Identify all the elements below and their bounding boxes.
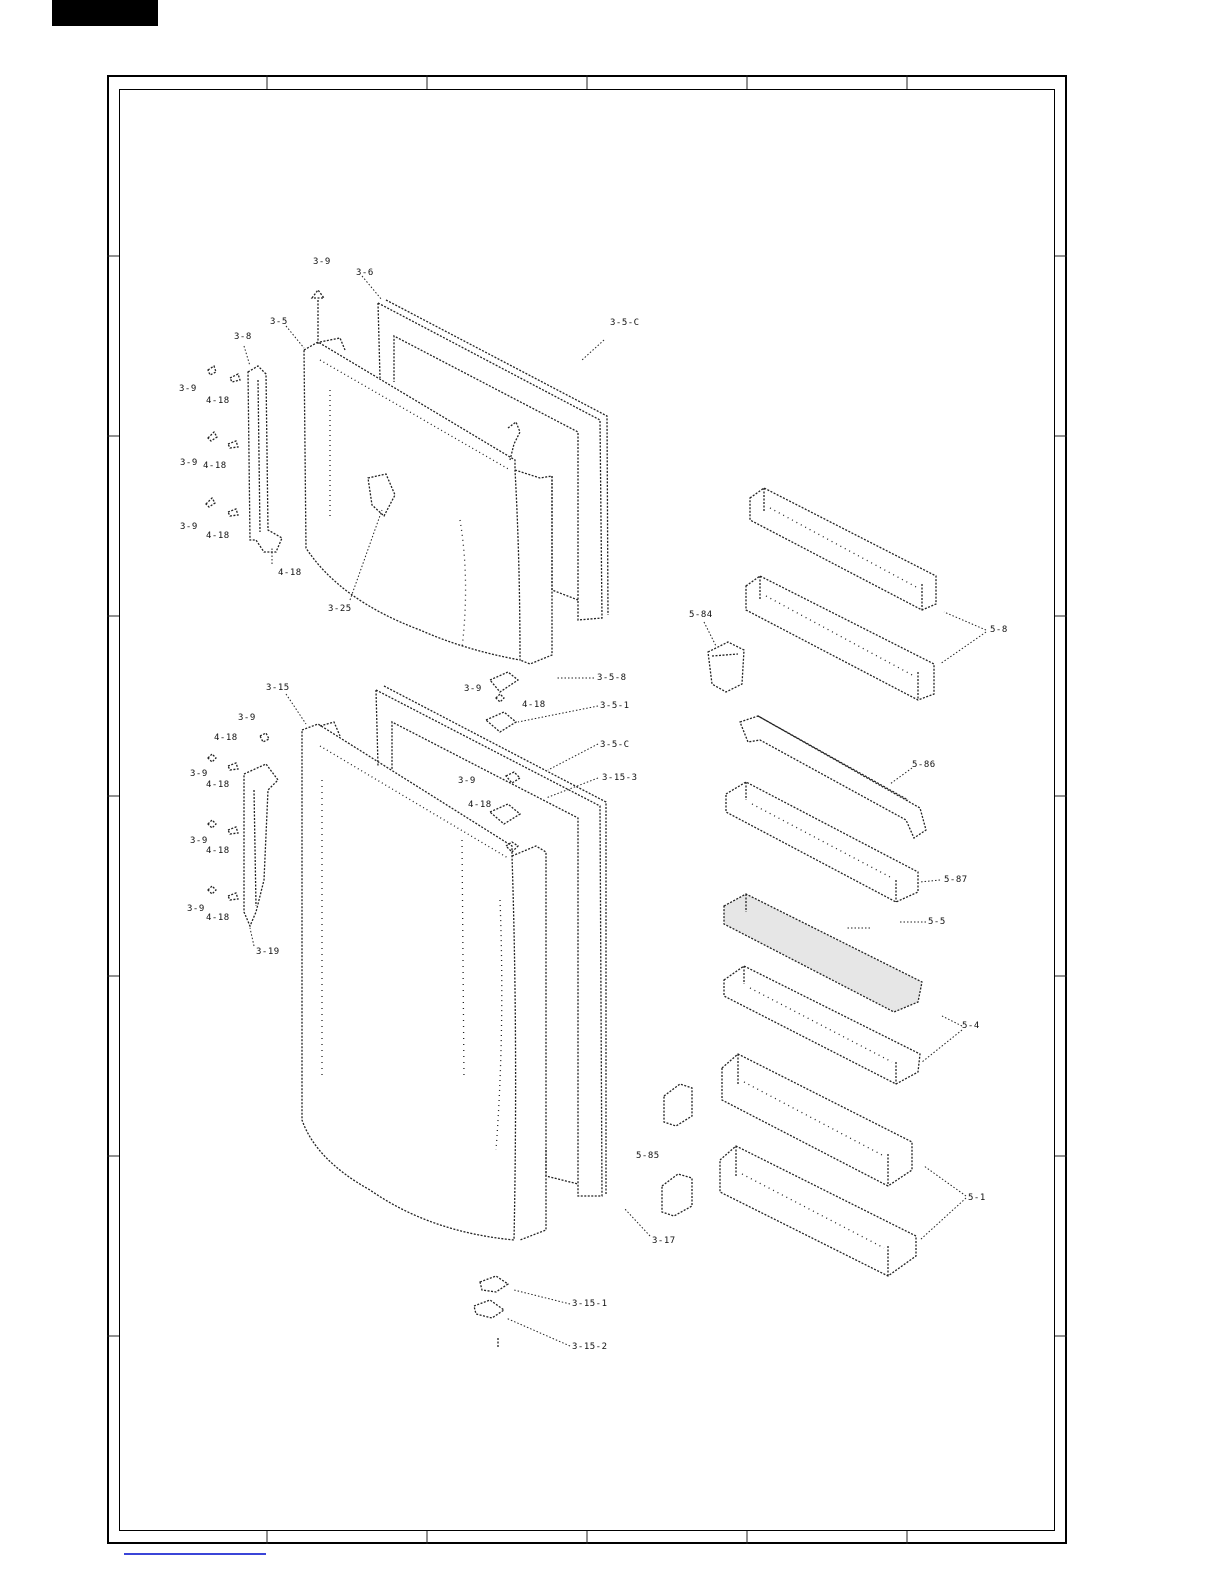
shelf-5-1-upper bbox=[722, 1054, 912, 1186]
part-label: 5-87 bbox=[944, 875, 968, 885]
part-label: 3-6 bbox=[356, 268, 374, 278]
part-label: 3-9 bbox=[187, 904, 205, 914]
part-label: 3-9 bbox=[458, 776, 476, 786]
shelf-5-8-lower bbox=[746, 576, 934, 700]
part-label: 3-15-3 bbox=[602, 773, 638, 783]
shelf-5-1-lower bbox=[720, 1146, 916, 1276]
part-label: 4-18 bbox=[206, 846, 230, 856]
part-label: 3-9 bbox=[190, 769, 208, 779]
part-label: 3-5 bbox=[270, 317, 288, 327]
upper-handle bbox=[248, 366, 282, 552]
part-label: 3-9 bbox=[179, 384, 197, 394]
shelf-5-8-upper bbox=[750, 488, 936, 610]
part-label: 4-18 bbox=[214, 733, 238, 743]
part-label: 3-9 bbox=[238, 713, 256, 723]
part-label: 4-18 bbox=[203, 461, 227, 471]
footer-link-underline[interactable] bbox=[124, 1553, 266, 1555]
part-label: 3-5-1 bbox=[600, 701, 630, 711]
part-label: 4-18 bbox=[206, 913, 230, 923]
part-label: 5-5 bbox=[928, 917, 946, 927]
part-label: 3-9 bbox=[180, 522, 198, 532]
egg-tray-5-85 bbox=[662, 1084, 692, 1216]
leader-lines bbox=[244, 276, 986, 1346]
part-label: 5-1 bbox=[968, 1193, 986, 1203]
upper-door-panel bbox=[304, 338, 552, 664]
zone-ticks bbox=[107, 75, 1067, 1544]
cup-5-84 bbox=[708, 642, 744, 692]
part-label: 5-8 bbox=[990, 625, 1008, 635]
part-label: 5-4 bbox=[962, 1021, 980, 1031]
part-label: 4-18 bbox=[206, 396, 230, 406]
lower-handle bbox=[208, 733, 278, 926]
part-label: 4-18 bbox=[278, 568, 302, 578]
part-label: 4-18 bbox=[206, 780, 230, 790]
upper-door-gasket bbox=[378, 300, 608, 620]
part-label: 3-5-C bbox=[600, 740, 630, 750]
part-label: 3-15-2 bbox=[572, 1342, 608, 1352]
part-label: 3-5-C bbox=[610, 318, 640, 328]
lower-door-panel bbox=[302, 722, 546, 1240]
part-label: 3-9 bbox=[180, 458, 198, 468]
bottom-hinge bbox=[474, 1276, 508, 1348]
part-label: 3-9 bbox=[464, 684, 482, 694]
part-label: 3-17 bbox=[652, 1236, 676, 1246]
part-label: 3-5-8 bbox=[597, 673, 627, 683]
part-label: 3-25 bbox=[328, 604, 352, 614]
part-label: 5-86 bbox=[912, 760, 936, 770]
part-label: 5-84 bbox=[689, 610, 713, 620]
part-label: 3-15 bbox=[266, 683, 290, 693]
part-label: 3-9 bbox=[190, 836, 208, 846]
part-label: 4-18 bbox=[522, 700, 546, 710]
shelf-5-86 bbox=[740, 716, 926, 838]
part-label: 3-8 bbox=[234, 332, 252, 342]
shelf-5-87 bbox=[726, 782, 918, 902]
shelf-5-5 bbox=[724, 894, 922, 1012]
part-label: 4-18 bbox=[468, 800, 492, 810]
part-label: 5-85 bbox=[636, 1151, 660, 1161]
part-label: 3-9 bbox=[313, 257, 331, 267]
lower-door-gasket bbox=[376, 686, 606, 1196]
part-label: 3-19 bbox=[256, 947, 280, 957]
part-label: 4-18 bbox=[206, 531, 230, 541]
part-label: 3-15-1 bbox=[572, 1299, 608, 1309]
